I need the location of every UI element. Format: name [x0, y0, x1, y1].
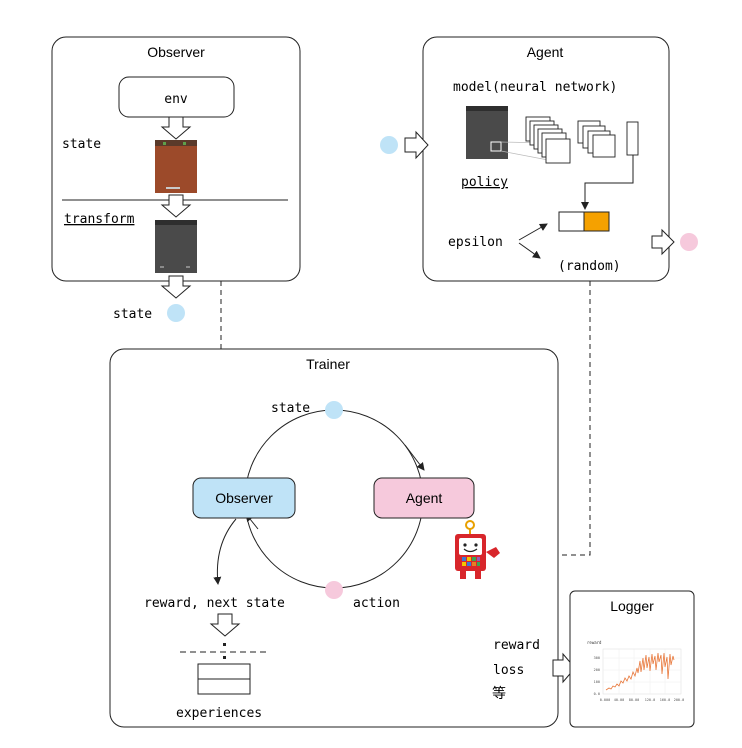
- agent-panel: Agent model(neural network) po: [380, 36, 698, 282]
- chart-ytick: 200: [594, 668, 600, 672]
- observer-title: Observer: [147, 44, 205, 60]
- transform-label: transform: [64, 212, 135, 227]
- epsilon-arrow-down: [518, 242, 541, 259]
- chart-ytick: 0.0: [594, 692, 600, 696]
- output-left: [558, 211, 585, 232]
- policy-arrow: [581, 155, 634, 210]
- loss-label: loss: [493, 663, 524, 678]
- chart-ytick: 100: [594, 680, 600, 684]
- chart-xtick: 200.0: [674, 698, 685, 702]
- trainer-agent-box: [373, 477, 475, 519]
- policy-label: policy: [461, 175, 508, 190]
- action-dot: [325, 581, 343, 599]
- down-arrow-icon: [160, 275, 192, 299]
- state-dot: [325, 401, 343, 419]
- game-frame-raw: [155, 140, 197, 193]
- random-label: (random): [558, 259, 621, 274]
- conv-layers: [525, 116, 639, 164]
- reward-chart: reward 300 200 100 0.0 0.000 40.00 80.0: [587, 640, 684, 702]
- policy-frame: [466, 106, 549, 161]
- agent-title: Agent: [527, 44, 564, 60]
- trainer-observer-label: Observer: [215, 490, 273, 506]
- action-label: action: [353, 596, 400, 611]
- reward-curve: [605, 652, 675, 691]
- state-dot: [167, 304, 185, 322]
- logger-title: Logger: [610, 598, 654, 614]
- model-label: model(neural network): [453, 80, 617, 95]
- reward-next-state-label: reward, next state: [144, 596, 285, 611]
- action-dot: [680, 233, 698, 251]
- output-selected: [583, 211, 610, 232]
- down-arrow-icon: [160, 194, 192, 218]
- logger-panel: Logger reward 300 200 100 0.0 0.000: [569, 590, 695, 728]
- trainer-agent-label: Agent: [406, 490, 443, 506]
- cycle-state-label: state: [271, 401, 310, 416]
- chart-xtick: 120.0: [645, 698, 656, 702]
- state-out-label: state: [113, 307, 152, 322]
- env-label: env: [164, 92, 188, 107]
- etc-label: 等: [492, 685, 506, 701]
- robot-icon: [455, 520, 500, 579]
- down-arrow-icon: [209, 613, 241, 637]
- right-arrow-icon: [651, 228, 675, 256]
- chart-xtick: 160.0: [660, 698, 671, 702]
- trainer-title: Trainer: [306, 356, 350, 372]
- trainer-observer-box: [192, 477, 296, 519]
- reward-arrow: [213, 518, 237, 585]
- epsilon-label: epsilon: [448, 235, 503, 250]
- trainer-panel: Trainer state Observer Agent action rewa…: [109, 348, 559, 728]
- epsilon-arrow-up: [518, 223, 548, 241]
- state-label: state: [62, 137, 101, 152]
- experiences-label: experiences: [176, 706, 262, 721]
- right-arrow-icon: [404, 130, 429, 160]
- experience-buffer: [180, 643, 268, 695]
- right-arrow-icon: [552, 652, 576, 684]
- state-dot: [380, 136, 398, 154]
- observer-panel: Observer env state transform state: [51, 36, 301, 322]
- chart-ytick: 300: [594, 656, 600, 660]
- cycle-arrow-icon: [404, 444, 425, 471]
- down-arrow-icon: [160, 116, 192, 140]
- chart-xtick: 40.00: [614, 698, 625, 702]
- chart-label: reward: [587, 640, 602, 645]
- game-frame-processed: [155, 220, 197, 273]
- chart-xtick: 80.00: [629, 698, 640, 702]
- chart-xtick: 0.000: [600, 698, 611, 702]
- reward-label: reward: [493, 638, 540, 653]
